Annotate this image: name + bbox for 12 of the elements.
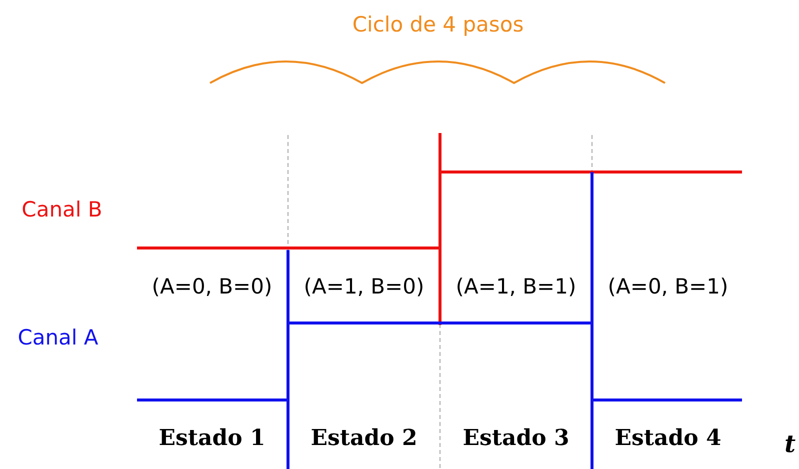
state-values: (A=0, B=0) xyxy=(152,275,272,299)
channel-label: Canal B xyxy=(22,198,102,222)
time-axis-label: t xyxy=(784,430,796,458)
state-values: (A=0, B=1) xyxy=(608,275,728,299)
state-label: Estado 4 xyxy=(614,426,722,450)
state-label: Estado 3 xyxy=(462,426,570,450)
state-values: (A=1, B=0) xyxy=(304,275,424,299)
state-label: Estado 2 xyxy=(310,426,418,450)
cycle-label: Ciclo de 4 pasos xyxy=(352,13,524,37)
channel-label: Canal A xyxy=(18,326,98,350)
state-values: (A=1, B=1) xyxy=(456,275,576,299)
state-label: Estado 1 xyxy=(158,426,266,450)
